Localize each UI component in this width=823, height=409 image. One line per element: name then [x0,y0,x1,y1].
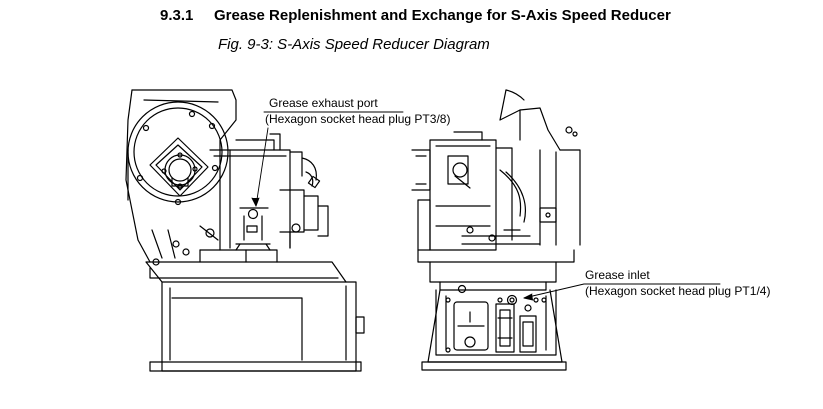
right-view-drawing [411,89,721,371]
inlet-leader-line [523,283,721,301]
exhaust-leader-line [251,111,404,207]
grease-exhaust-label: Grease exhaust port [269,96,378,110]
grease-inlet-detail: (Hexagon socket head plug PT1/4) [585,284,771,298]
right-motor-block [411,131,497,251]
grease-inlet-callout: Grease inlet (Hexagon socket head plug P… [585,267,770,299]
left-base [145,249,365,372]
section-number: 9.3.1 [160,7,194,24]
left-disc [127,101,229,206]
left-motor-housing [209,133,329,249]
grease-inlet-label: Grease inlet [585,268,650,282]
grease-exhaust-callout: Grease exhaust port (Hexagon socket head… [265,95,450,127]
grease-exhaust-detail: (Hexagon socket head plug PT3/8) [265,112,451,126]
figure-caption: Fig. 9-3: S-Axis Speed Reducer Diagram [218,36,490,53]
grease-inlet-marker [506,294,518,306]
right-reducer [461,147,541,245]
connector-panel [453,284,539,353]
right-base [417,249,575,371]
section-heading: 9.3.1 Grease Replenishment and Exchange f… [160,7,671,24]
right-column [499,89,581,246]
grease-exhaust-port-marker [199,207,271,251]
section-title: Grease Replenishment and Exchange for S-… [214,7,671,24]
left-view-drawing [125,89,404,372]
